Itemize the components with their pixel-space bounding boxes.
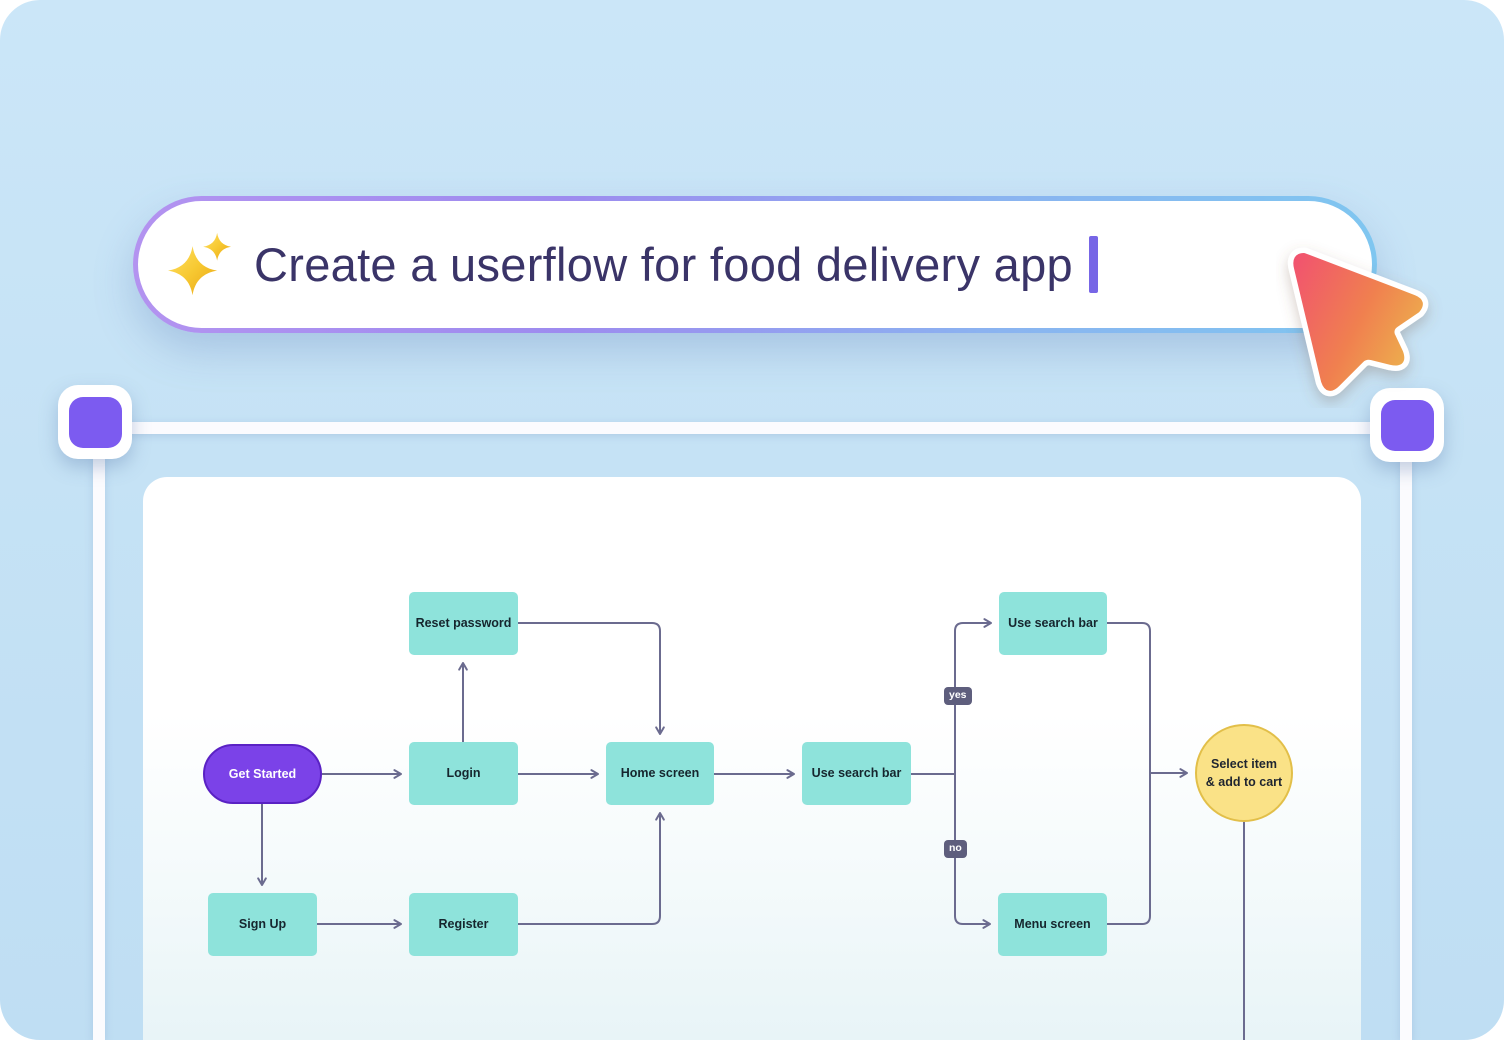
node-register[interactable]: Register bbox=[409, 893, 518, 956]
selection-handle-left[interactable] bbox=[58, 385, 132, 459]
selection-line-left bbox=[93, 440, 105, 1040]
node-use-search-bar[interactable]: Use search bar bbox=[802, 742, 911, 805]
prompt-text: Create a userflow for food delivery app bbox=[254, 238, 1073, 291]
text-caret bbox=[1088, 236, 1098, 293]
selection-handle-right[interactable] bbox=[1370, 388, 1444, 462]
node-reset-password[interactable]: Reset password bbox=[409, 592, 518, 655]
node-home-screen[interactable]: Home screen bbox=[606, 742, 714, 805]
selection-line-top bbox=[96, 422, 1406, 434]
node-menu-screen[interactable]: Menu screen bbox=[998, 893, 1107, 956]
edge-label-no: no bbox=[944, 840, 967, 858]
node-use-search-bar-yes[interactable]: Use search bar bbox=[999, 592, 1107, 655]
node-select-item-line1: Select item bbox=[1210, 756, 1277, 771]
prompt-bar[interactable]: Create a userflow for food delivery app bbox=[133, 196, 1377, 333]
prompt-input[interactable]: Create a userflow for food delivery app bbox=[138, 201, 1372, 328]
flowchart-edges bbox=[257, 618, 1245, 1040]
node-sign-up[interactable]: Sign Up bbox=[208, 893, 317, 956]
selection-handle-left-knob bbox=[68, 396, 122, 448]
node-select-item[interactable]: Select item & add to cart bbox=[1195, 724, 1293, 822]
selection-line-right bbox=[1400, 440, 1412, 1040]
edge-label-yes: yes bbox=[944, 687, 972, 705]
sparkles-icon bbox=[168, 232, 231, 295]
cursor-arrow-icon bbox=[1287, 247, 1429, 397]
node-login[interactable]: Login bbox=[409, 742, 518, 805]
diagram-canvas[interactable]: Get Started Login Reset password Sign Up… bbox=[143, 477, 1361, 1040]
node-get-started[interactable]: Get Started bbox=[203, 744, 322, 804]
node-select-item-line2: & add to cart bbox=[1205, 775, 1283, 789]
selection-handle-right-knob bbox=[1380, 399, 1434, 451]
